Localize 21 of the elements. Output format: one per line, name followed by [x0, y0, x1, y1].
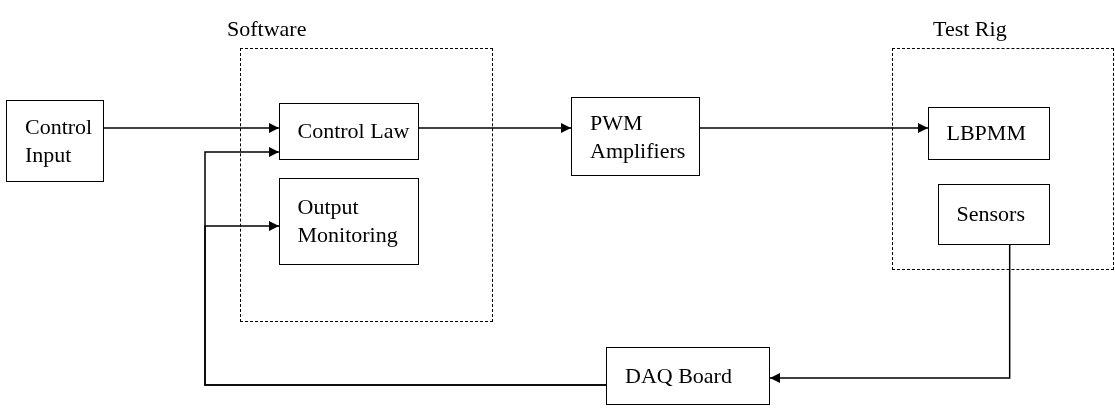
process-box — [278, 177, 419, 265]
process-box — [6, 100, 104, 182]
process-box — [571, 97, 700, 176]
box-label: Control Law — [297, 117, 411, 145]
box-label: Output Monitoring — [297, 193, 399, 249]
arrow — [103, 123, 280, 133]
process-box — [927, 106, 1050, 160]
arrow — [418, 123, 572, 133]
box-label: Control Input — [25, 113, 94, 169]
group-heading: Software — [227, 15, 307, 43]
process-box — [606, 347, 770, 405]
arrow — [769, 244, 1011, 383]
box-label: Sensors — [956, 200, 1026, 228]
process-box — [278, 102, 419, 160]
process-box — [937, 183, 1050, 245]
box-label: LBPMM — [946, 119, 1027, 147]
arrow — [699, 123, 929, 133]
box-label: PWM Amplifiers — [590, 108, 687, 165]
arrow — [204, 221, 607, 386]
group-heading: Test Rig — [933, 15, 1007, 43]
box-label: DAQ Board — [625, 362, 733, 390]
